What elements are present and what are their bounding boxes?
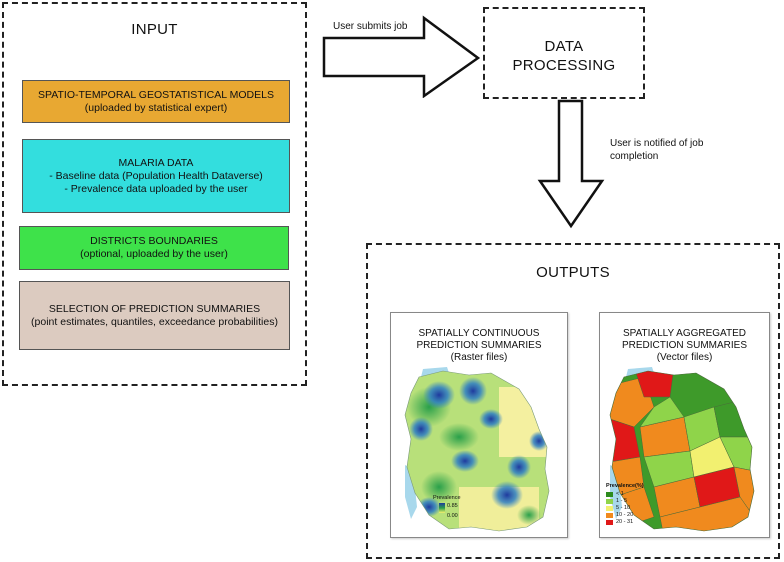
notify-arrow bbox=[537, 99, 605, 229]
legend-label: 1 - 5 bbox=[616, 498, 628, 504]
data-processing-box bbox=[483, 7, 645, 99]
box-line: - Prevalence data uploaded by the user bbox=[64, 182, 248, 195]
raster-legend-min: 0.00 bbox=[447, 513, 458, 519]
submit-label: User submits job bbox=[333, 21, 408, 32]
processing-line1: DATA bbox=[544, 38, 584, 55]
prediction-summaries-box: SELECTION OF PREDICTION SUMMARIES (point… bbox=[19, 281, 290, 350]
panel-title-line1: SPATIALLY AGGREGATED bbox=[622, 328, 746, 339]
outputs-panel bbox=[366, 243, 780, 559]
geostatistical-models-box: SPATIO-TEMPORAL GEOSTATISTICAL MODELS (u… bbox=[22, 80, 290, 123]
panel-title-line2: PREDICTION SUMMARIES bbox=[416, 340, 542, 351]
panel-title-line3: (Raster files) bbox=[450, 352, 508, 363]
legend-item: < 1 bbox=[606, 491, 633, 498]
raster-map bbox=[404, 367, 550, 532]
vector-output-panel: SPATIALLY AGGREGATED PREDICTION SUMMARIE… bbox=[599, 312, 770, 538]
raster-legend-title: Prevalence bbox=[433, 495, 461, 501]
box-heading: SPATIO-TEMPORAL GEOSTATISTICAL MODELS bbox=[38, 88, 274, 101]
box-line: (point estimates, quantiles, exceedance … bbox=[31, 315, 278, 328]
panel-title-line2: PREDICTION SUMMARIES bbox=[621, 340, 747, 351]
box-heading: SELECTION OF PREDICTION SUMMARIES bbox=[48, 302, 261, 315]
legend-item: 1 - 5 bbox=[606, 498, 633, 505]
legend-item: 5 - 10 bbox=[606, 505, 633, 512]
vector-legend-items: < 1 1 - 5 5 - 10 10 - 20 20 - 31 bbox=[606, 491, 633, 526]
legend-swatch bbox=[606, 506, 613, 511]
input-panel bbox=[2, 2, 307, 386]
processing-line2: PROCESSING bbox=[512, 57, 616, 74]
raster-output-panel: SPATIALLY CONTINUOUS PREDICTION SUMMARIE… bbox=[390, 312, 568, 538]
legend-swatch bbox=[606, 492, 613, 497]
box-line: (optional, uploaded by the user) bbox=[80, 248, 228, 260]
input-title: INPUT bbox=[131, 21, 178, 38]
panel-title-line3: (Vector files) bbox=[656, 352, 713, 363]
legend-item: 20 - 31 bbox=[606, 519, 633, 526]
districts-boundaries-box: DISTRICTS BOUNDARIES (optional, uploaded… bbox=[19, 226, 289, 270]
vector-map bbox=[609, 367, 755, 532]
legend-swatch bbox=[606, 520, 613, 525]
raster-legend-max: 0.85 bbox=[447, 503, 458, 509]
legend-item: 10 - 20 bbox=[606, 512, 633, 519]
notify-label: User is notified of job completion bbox=[610, 138, 704, 162]
legend-label: 10 - 20 bbox=[616, 512, 634, 518]
box-heading: MALARIA DATA bbox=[118, 156, 194, 169]
malaria-data-box: MALARIA DATA - Baseline data (Population… bbox=[22, 139, 290, 213]
submit-arrow bbox=[322, 15, 481, 98]
legend-label: 5 - 10 bbox=[616, 505, 631, 511]
panel-title-line1: SPATIALLY CONTINUOUS bbox=[418, 328, 540, 339]
outputs-title: OUTPUTS bbox=[536, 264, 610, 281]
legend-swatch bbox=[606, 513, 613, 518]
legend-label: < 1 bbox=[616, 491, 624, 497]
box-line: - Baseline data (Population Health Datav… bbox=[49, 169, 263, 182]
legend-label: 20 - 31 bbox=[616, 519, 634, 525]
legend-swatch bbox=[606, 499, 613, 504]
box-heading: DISTRICTS BOUNDARIES bbox=[90, 235, 218, 247]
vector-legend-title: Prevalence(%) bbox=[606, 483, 644, 489]
box-line: (uploaded by statistical expert) bbox=[84, 101, 228, 114]
